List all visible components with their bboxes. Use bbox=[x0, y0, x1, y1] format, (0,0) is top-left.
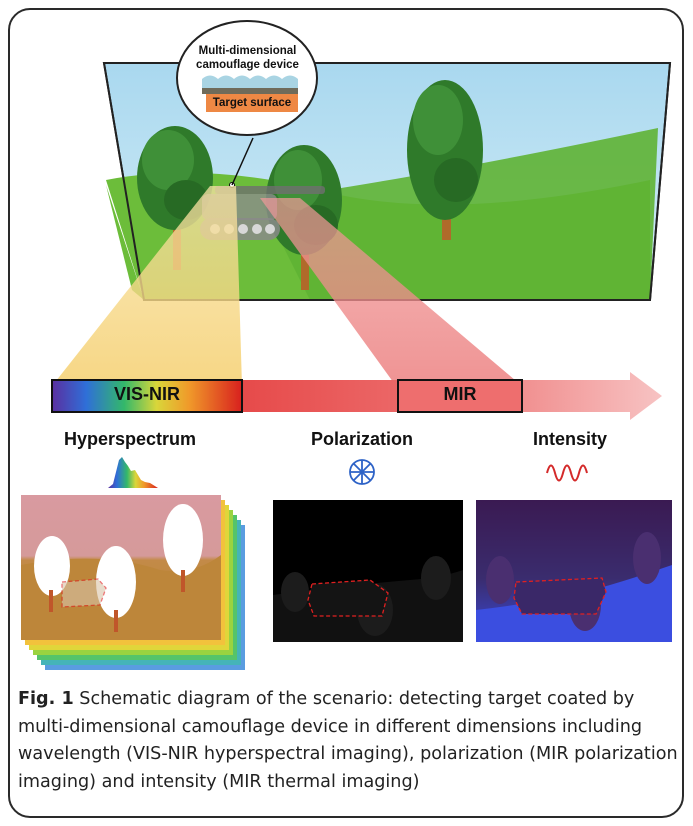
target-surface bbox=[206, 94, 298, 112]
intensity-title: Intensity bbox=[532, 429, 607, 449]
device-label: Multi-dimensional camouflage device bbox=[180, 44, 315, 72]
visnir-band bbox=[51, 379, 243, 413]
hyperspectrum-title: Hyperspectrum bbox=[63, 429, 197, 449]
spectrum-curve-icon bbox=[108, 457, 158, 488]
device-label-line2: camouflage device bbox=[196, 59, 299, 71]
visnir-beam bbox=[52, 186, 242, 386]
scene-panel bbox=[52, 20, 672, 386]
device-label-line1: Multi-dimensional bbox=[198, 45, 297, 57]
figure-caption: Fig. 1 Schematic diagram of the scenario… bbox=[18, 686, 678, 796]
figure-caption-text: Schematic diagram of the scenario: detec… bbox=[18, 689, 678, 792]
camouflaged-target-outline bbox=[61, 578, 107, 608]
tree-right bbox=[407, 80, 483, 240]
mir-band-label: MIR bbox=[443, 384, 477, 404]
hyperspectral-cube bbox=[21, 495, 245, 670]
target-surface-label: Target surface bbox=[212, 97, 292, 109]
figure-caption-label: Fig. 1 bbox=[18, 689, 74, 709]
figure-illustration bbox=[21, 20, 672, 670]
polarization-icon bbox=[349, 459, 375, 485]
sine-wave-icon bbox=[546, 464, 588, 482]
visnir-band-label: VIS-NIR bbox=[113, 384, 180, 404]
camouflaged-target-outline bbox=[307, 579, 389, 617]
thermal-image bbox=[476, 500, 672, 642]
polarization-image bbox=[273, 500, 463, 642]
figure-frame: Multi-dimensional camouflage device Targ… bbox=[8, 8, 684, 818]
mir-band bbox=[397, 379, 523, 413]
band-arrow bbox=[51, 372, 662, 420]
mir-beam bbox=[260, 198, 522, 386]
polarization-title: Polarization bbox=[310, 429, 413, 449]
camouflaged-target-outline bbox=[513, 577, 607, 615]
